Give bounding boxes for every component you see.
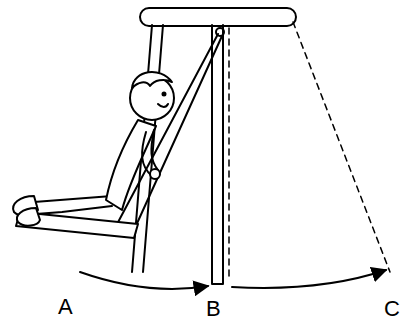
point-label: B [206,298,221,320]
point-label: C [384,298,400,320]
child-mouth [158,104,168,107]
dashed-swing-line [293,22,390,272]
child-body [106,120,156,210]
point-label: A [58,296,73,318]
child-hair [132,72,172,88]
middle-post [212,25,223,284]
child-legs [34,196,112,214]
dashed-vertical [228,28,230,278]
child-hand [150,169,160,179]
swing-beam [140,8,296,26]
child-shoe [17,208,40,226]
motion-arrow [80,272,208,289]
motion-arrow [232,270,386,288]
child-eye [163,93,166,96]
